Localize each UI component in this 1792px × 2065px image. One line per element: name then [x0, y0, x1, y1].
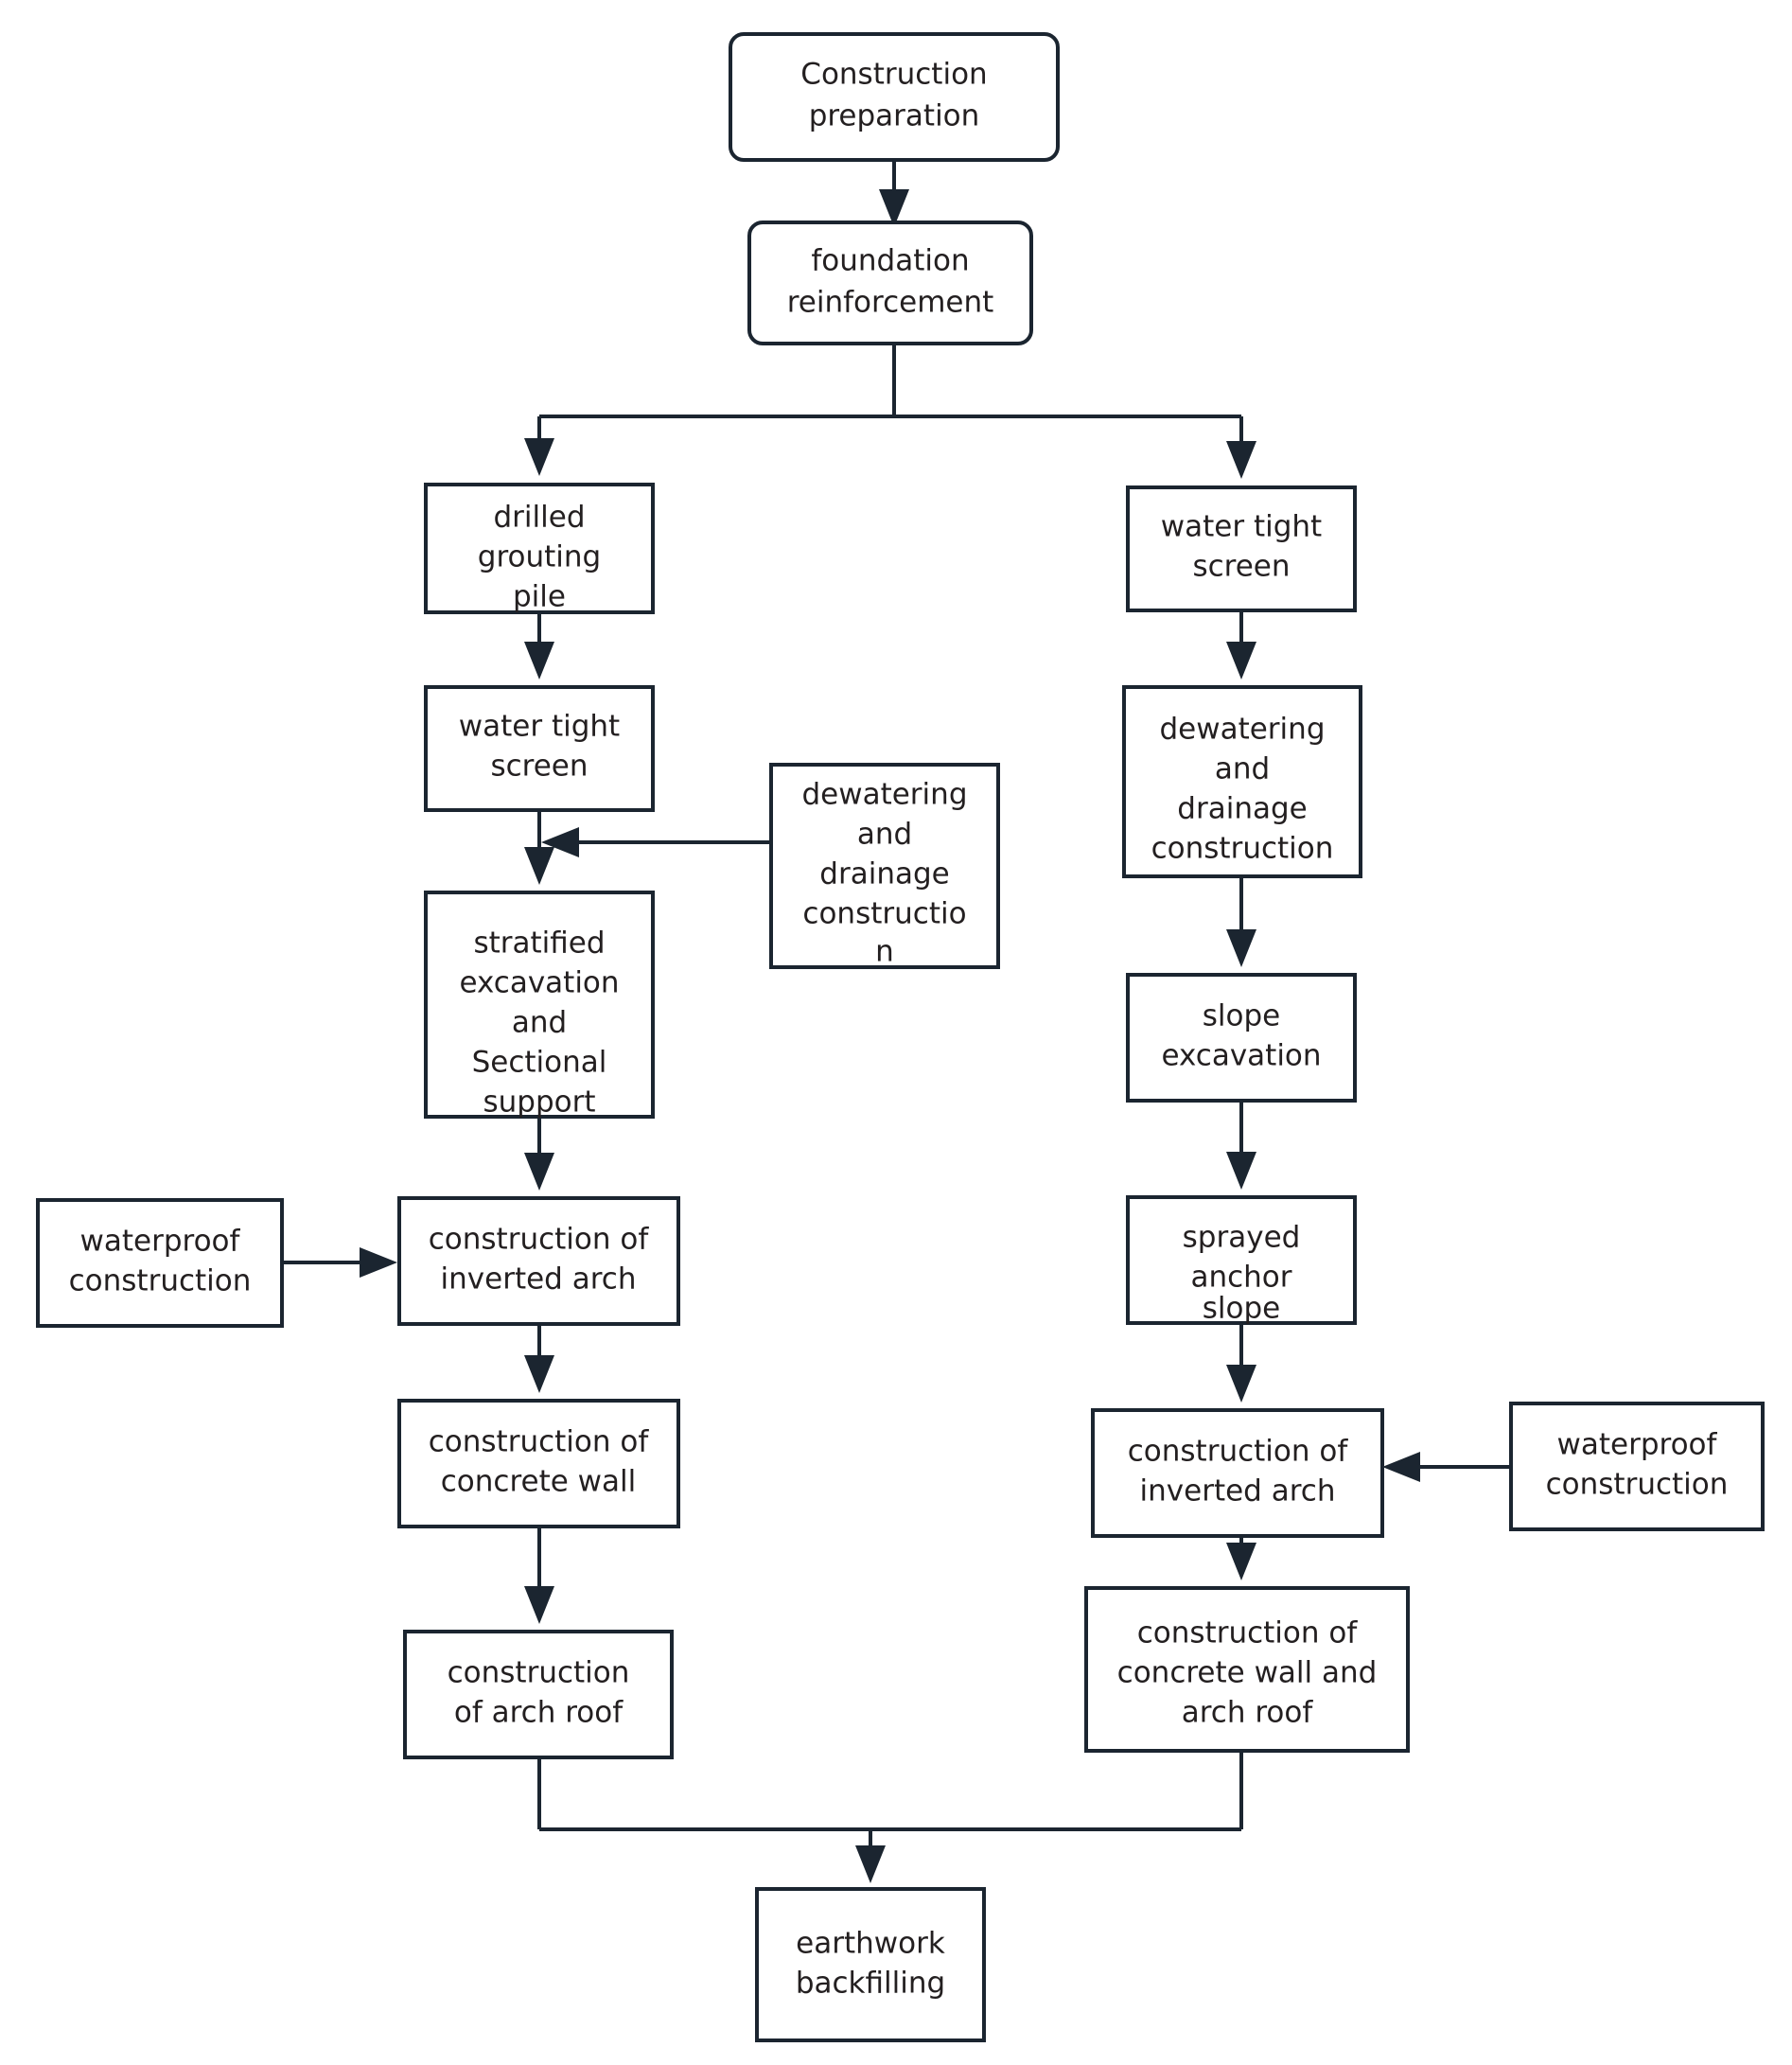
- node-label-concrete-wall-left-line-1: concrete wall: [441, 1465, 637, 1499]
- node-label-stratified-line-0: stratified: [473, 927, 605, 961]
- arrowhead-to-drilled-grouting-pile: [524, 438, 554, 476]
- edge-waterproof-left-to-inverted-arch-left: [282, 1247, 397, 1278]
- edge-sprayed-anchor-to-inverted-arch-right: [1226, 1323, 1256, 1403]
- node-waterproof-construction-right[interactable]: waterproof construction: [1509, 1402, 1765, 1531]
- node-sprayed-anchor-slope[interactable]: sprayed anchor slope: [1126, 1195, 1357, 1326]
- edge-foundation-split-bus: [524, 344, 1256, 479]
- node-label-stratified-line-1: excavation: [459, 966, 619, 1000]
- edge-inverted-arch-right-to-wall-and-roof: [1226, 1536, 1256, 1580]
- node-label-arch-roof-left-line-1: of arch roof: [454, 1696, 624, 1730]
- edge-stratified-to-inverted-arch-left: [524, 1117, 554, 1191]
- node-label-inverted-arch-right-line-1: inverted arch: [1140, 1474, 1336, 1509]
- node-label-inverted-arch-right-line-0: construction of: [1128, 1435, 1349, 1469]
- node-construction-arch-roof-left[interactable]: construction of arch roof: [403, 1630, 674, 1759]
- node-label-dewatering-middle-line-0: dewatering: [801, 778, 967, 812]
- edge-slope-excavation-to-sprayed-anchor: [1226, 1101, 1256, 1190]
- edge-pile-to-screen-left: [524, 612, 554, 680]
- edge-inverted-arch-left-to-concrete-wall-left: [524, 1324, 554, 1393]
- node-stratified-excavation[interactable]: stratified excavation and Sectional supp…: [424, 891, 655, 1120]
- node-label-foundation-reinforcement-line-0: foundation: [811, 244, 969, 278]
- node-construction-inverted-arch-right[interactable]: construction of inverted arch: [1091, 1408, 1384, 1538]
- node-label-stratified-line-2: and: [512, 1006, 567, 1040]
- node-label-wall-and-roof-line-1: concrete wall and: [1117, 1656, 1378, 1690]
- edge-merge-bus-to-earthwork: [537, 1751, 1243, 1883]
- edge-dewatering-right-to-slope-excavation: [1226, 876, 1256, 967]
- edge-dewatering-middle-to-left-trunk: [541, 827, 771, 857]
- node-label-waterproof-right-line-0: waterproof: [1557, 1428, 1718, 1462]
- node-label-drilled-grouting-pile-line-2: pile: [513, 580, 566, 614]
- node-label-stratified-line-3: Sectional: [472, 1046, 607, 1080]
- edge-concrete-wall-left-to-arch-roof-left: [524, 1527, 554, 1624]
- node-label-slope-excavation-line-1: excavation: [1161, 1039, 1321, 1073]
- node-label-dewatering-middle-line-3: constructio: [802, 897, 966, 931]
- arrowhead-to-water-tight-screen-right: [1226, 441, 1256, 479]
- node-label-dewatering-right-line-1: and: [1215, 752, 1270, 786]
- node-label-inverted-arch-left-line-0: construction of: [429, 1223, 650, 1257]
- node-label-dewatering-right-line-0: dewatering: [1159, 713, 1325, 747]
- node-label-waterproof-right-line-1: construction: [1546, 1468, 1729, 1502]
- node-label-dewatering-right-line-3: construction: [1151, 832, 1334, 866]
- node-label-drilled-grouting-pile-line-0: drilled: [493, 501, 585, 535]
- node-drilled-grouting-pile[interactable]: drilled grouting pile: [424, 483, 655, 614]
- node-label-dewatering-middle-line-2: drainage: [819, 857, 949, 891]
- node-label-dewatering-middle-line-1: and: [857, 818, 912, 852]
- node-label-water-tight-screen-left-line-0: water tight: [459, 710, 620, 744]
- node-label-construction-preparation-line-0: Construction: [800, 58, 987, 92]
- edge-screen-to-stratified: [524, 810, 554, 885]
- node-label-inverted-arch-left-line-1: inverted arch: [441, 1262, 637, 1297]
- node-label-waterproof-left-line-1: construction: [69, 1264, 252, 1298]
- node-slope-excavation[interactable]: slope excavation: [1126, 973, 1357, 1103]
- node-dewatering-drainage-right[interactable]: dewatering and drainage construction: [1122, 685, 1362, 878]
- edge-screen-right-to-dewatering-right: [1226, 610, 1256, 680]
- node-dewatering-drainage-middle[interactable]: dewatering and drainage constructio n: [769, 763, 1000, 969]
- node-layer: Construction preparation foundation rein…: [36, 32, 1765, 2042]
- node-label-sprayed-anchor-line-2: slope: [1203, 1292, 1280, 1326]
- node-label-water-tight-screen-left-line-1: screen: [490, 750, 588, 784]
- edge-preparation-to-foundation: [879, 160, 909, 227]
- node-construction-concrete-wall-left[interactable]: construction of concrete wall: [397, 1399, 680, 1528]
- node-label-stratified-line-4: support: [483, 1085, 595, 1120]
- node-label-earthwork-line-0: earthwork: [796, 1927, 945, 1961]
- node-waterproof-construction-left[interactable]: waterproof construction: [36, 1198, 284, 1328]
- node-label-sprayed-anchor-line-0: sprayed: [1183, 1221, 1301, 1255]
- node-water-tight-screen-right[interactable]: water tight screen: [1126, 485, 1357, 612]
- node-construction-concrete-wall-arch-roof[interactable]: construction of concrete wall and arch r…: [1084, 1586, 1410, 1753]
- node-construction-inverted-arch-left[interactable]: construction of inverted arch: [397, 1196, 680, 1326]
- node-earthwork-backfilling[interactable]: earthwork backfilling: [755, 1887, 986, 2042]
- node-label-earthwork-line-1: backfilling: [796, 1967, 945, 2001]
- node-label-dewatering-middle-line-4: n: [875, 935, 894, 969]
- node-label-dewatering-right-line-2: drainage: [1177, 792, 1307, 826]
- edge-layer: [282, 160, 1511, 1883]
- node-label-slope-excavation-line-0: slope: [1203, 999, 1280, 1033]
- node-label-sprayed-anchor-line-1: anchor: [1190, 1261, 1291, 1295]
- node-label-arch-roof-left-line-0: construction: [448, 1656, 630, 1690]
- node-label-water-tight-screen-right-line-0: water tight: [1161, 510, 1322, 544]
- node-label-wall-and-roof-line-0: construction of: [1137, 1616, 1359, 1650]
- node-construction-preparation[interactable]: Construction preparation: [729, 32, 1060, 162]
- node-label-construction-preparation-line-1: preparation: [809, 99, 980, 133]
- node-label-concrete-wall-left-line-0: construction of: [429, 1425, 650, 1459]
- node-foundation-reinforcement[interactable]: foundation reinforcement: [747, 221, 1033, 345]
- node-label-waterproof-left-line-0: waterproof: [80, 1225, 241, 1259]
- edge-waterproof-right-to-inverted-arch-right: [1382, 1452, 1511, 1482]
- node-label-foundation-reinforcement-line-1: reinforcement: [787, 286, 994, 320]
- node-label-water-tight-screen-right-line-1: screen: [1192, 550, 1290, 584]
- node-label-wall-and-roof-line-2: arch roof: [1182, 1696, 1314, 1730]
- node-label-drilled-grouting-pile-line-1: grouting: [478, 540, 601, 574]
- node-water-tight-screen-left[interactable]: water tight screen: [424, 685, 655, 812]
